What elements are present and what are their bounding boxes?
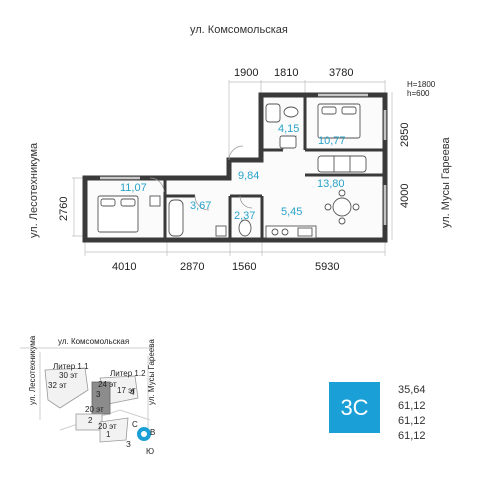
dim-bottom-4: 5930 <box>315 261 340 273</box>
window-note: H=1800 h=600 <box>407 80 435 98</box>
site-street-top: ул. Комсомольская <box>58 337 130 346</box>
site-label-20b: 20 эт <box>98 422 117 431</box>
apartment-type-badge: 3С <box>329 382 380 433</box>
site-label-3: 3 <box>96 390 101 399</box>
summary-value-1: 35,64 <box>398 384 426 396</box>
area-wc: 2,37 <box>234 210 256 222</box>
dim-top-3: 3780 <box>329 67 354 79</box>
dim-bottom-3: 1560 <box>232 261 257 273</box>
site-label-4: 4 <box>130 388 135 397</box>
compass-icon <box>137 427 151 441</box>
area-corridor: 3,67 <box>190 200 212 212</box>
dim-bottom-2: 2870 <box>180 261 205 273</box>
area-bedroom-left: 11,07 <box>120 182 147 194</box>
dim-top-2: 1810 <box>274 67 299 79</box>
area-kitchen: 5,45 <box>281 206 303 218</box>
window-note-h1: H=1800 <box>407 80 436 89</box>
window-note-h2: h=600 <box>407 89 430 98</box>
site-label-2: 2 <box>88 416 93 425</box>
summary-value-4: 61,12 <box>398 430 426 442</box>
area-kitchen-living: 13,80 <box>317 178 345 190</box>
site-street-right: ул. Мусы Гареева <box>147 339 156 405</box>
site-label-24: 24 эт <box>98 380 117 389</box>
site-label-liter-1-1: Литер 1.1 <box>53 362 89 371</box>
summary-value-3: 61,12 <box>398 415 426 427</box>
site-street-left: ул. Лесотехникума <box>28 335 37 405</box>
compass: С В Ю З <box>126 418 168 458</box>
site-label-1: 1 <box>106 430 111 439</box>
street-top-label: ул. Комсомольская <box>190 24 288 36</box>
dim-top-1: 1900 <box>234 67 259 79</box>
site-label-30: 30 эт <box>59 371 78 380</box>
compass-east: В <box>150 428 156 437</box>
site-plan <box>20 347 151 443</box>
area-bathroom: 4,15 <box>278 123 300 135</box>
site-label-17: 17 эт <box>117 386 136 395</box>
site-label-32: 32 эт <box>48 381 67 390</box>
site-label-liter-1-2: Литер 1.2 <box>110 369 146 378</box>
floor-plan <box>72 80 393 256</box>
area-bedroom-top: 10,77 <box>318 135 346 147</box>
dim-bottom-1: 4010 <box>112 261 137 273</box>
site-label-20a: 20 эт <box>85 405 104 414</box>
summary-value-2: 61,12 <box>398 400 426 412</box>
compass-north: С <box>132 420 138 429</box>
compass-west: З <box>126 440 131 449</box>
area-hall: 9,84 <box>238 170 260 182</box>
compass-south: Ю <box>146 447 155 456</box>
